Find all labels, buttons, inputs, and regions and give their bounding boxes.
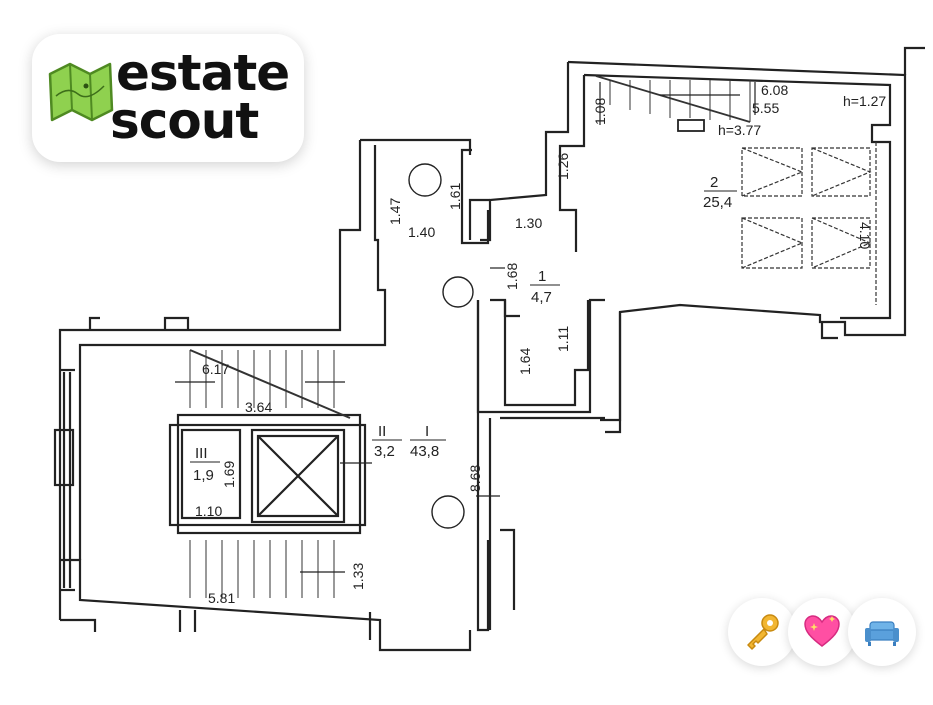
room-I-number: I: [425, 423, 429, 440]
direction-arrows: [175, 94, 740, 573]
dim-168: 1.68: [504, 263, 520, 290]
dim-140: 1.40: [408, 224, 435, 240]
room-2-number: 2: [710, 174, 718, 191]
key-icon: [747, 614, 779, 650]
logo-text-line2: scout: [110, 92, 259, 150]
sparkling-heart-icon: [804, 615, 840, 647]
room-I-area: 43,8: [410, 443, 439, 460]
height-label-upper: h=1.27: [843, 93, 886, 109]
dim-147: 1.47: [387, 198, 403, 225]
key-badge: [728, 598, 796, 666]
drain-circles: [408, 163, 474, 529]
folded-map-icon: [48, 62, 114, 122]
dim-581: 5.81: [208, 590, 235, 606]
dim-126: 1.26: [555, 153, 571, 180]
sofa-badge: [848, 598, 916, 666]
dimension-ticks: [476, 82, 756, 497]
room-1-number: 1: [538, 268, 546, 285]
equipment-boxes: [741, 142, 877, 305]
room-II-number: II: [378, 423, 386, 440]
dim-133: 1.33: [350, 563, 366, 590]
dim-410: 4.10: [857, 222, 873, 249]
badge-row: [728, 598, 918, 670]
walls: [53, 46, 925, 652]
vent-box: [677, 119, 705, 132]
dim-161: 1.61: [447, 183, 463, 210]
dim-130: 1.30: [515, 215, 542, 231]
dim-169: 1.69: [221, 461, 237, 488]
room-2-area: 25,4: [703, 194, 732, 211]
stairs: [189, 75, 751, 598]
dim-868: 8.68: [467, 465, 483, 492]
dim-111: 1.11: [555, 326, 571, 352]
dim-608: 6.08: [761, 82, 788, 98]
estate-scout-logo: estate scout: [32, 34, 304, 162]
dim-108: 1.08: [592, 98, 608, 125]
dim-110: 1.10: [195, 503, 222, 519]
logo-text-line1: estate: [116, 44, 290, 102]
dim-164: 1.64: [517, 348, 533, 375]
room-II-area: 3,2: [374, 443, 395, 460]
sofa-icon: [865, 621, 899, 646]
room-III-area: 1,9: [193, 467, 214, 484]
dim-555: 5.55: [752, 100, 779, 116]
height-label-vent: h=3.77: [718, 122, 761, 138]
room-III-number: III: [195, 445, 208, 462]
dim-364: 3.64: [245, 399, 272, 415]
heart-badge: [788, 598, 856, 666]
room-1-area: 4,7: [531, 289, 552, 306]
dim-617: 6.17: [202, 361, 229, 377]
